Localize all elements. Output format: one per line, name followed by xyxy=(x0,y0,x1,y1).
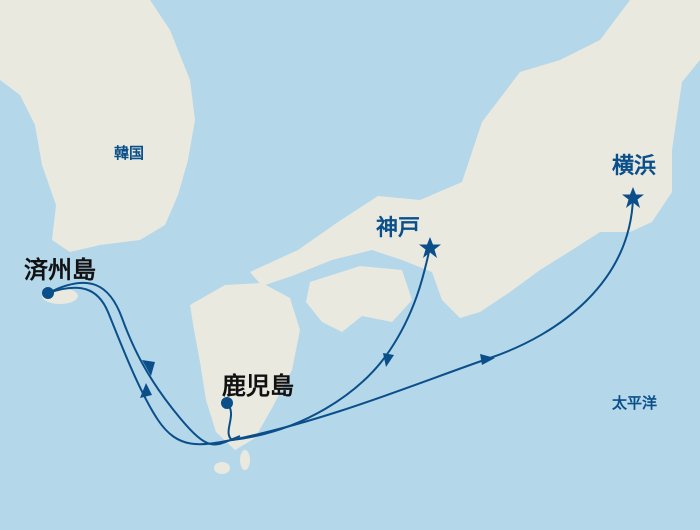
kobe-star-icon xyxy=(419,237,441,258)
islet xyxy=(240,450,250,470)
label-kagoshima: 鹿児島 xyxy=(222,372,294,400)
tanegashima xyxy=(214,462,230,474)
land xyxy=(0,0,700,474)
label-pacific: 太平洋 xyxy=(612,394,658,412)
label-jeju: 済州島 xyxy=(24,256,96,284)
route-jeju-return xyxy=(47,286,233,446)
label-yokohama: 横浜 xyxy=(612,154,657,179)
label-kobe: 神戸 xyxy=(376,216,421,241)
korea-land xyxy=(0,0,195,252)
shikoku-land xyxy=(306,266,412,332)
arrow-icon xyxy=(140,383,152,398)
arrow-icon xyxy=(142,360,155,376)
kyushu-land xyxy=(190,283,300,450)
arrow-icon xyxy=(480,354,495,365)
arrows xyxy=(140,353,495,398)
label-korea: 韓国 xyxy=(114,144,145,162)
honshu-land xyxy=(250,0,700,318)
arrow-icon xyxy=(383,353,394,367)
jeju-dot-icon xyxy=(42,287,54,299)
kagoshima-dot-icon xyxy=(221,397,233,409)
yokohama-star-icon xyxy=(622,187,644,208)
